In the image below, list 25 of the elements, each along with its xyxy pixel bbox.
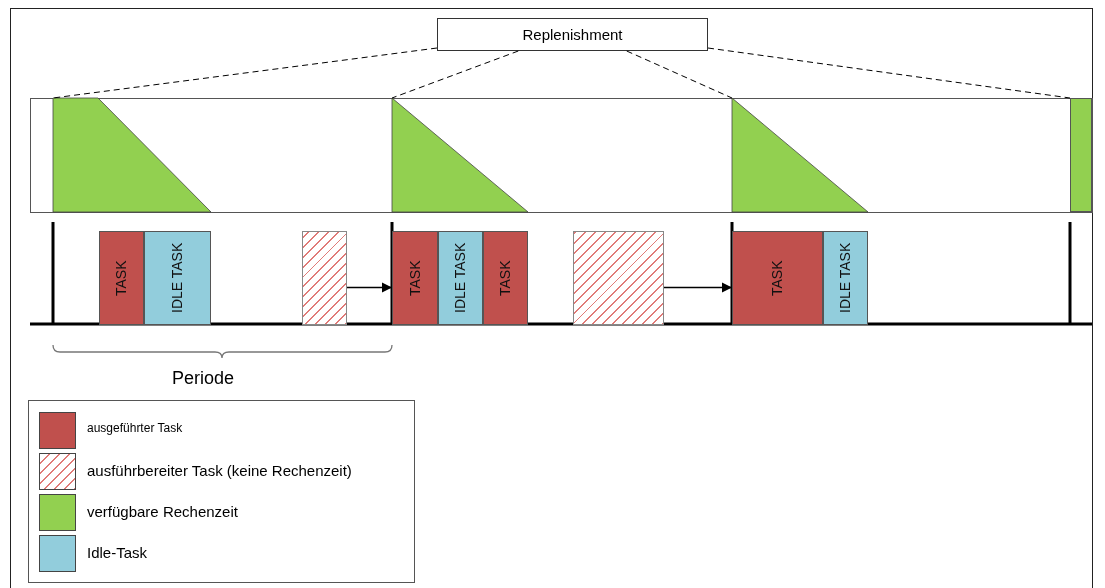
task-block: TASK [99, 231, 144, 325]
ready-task-block [573, 231, 664, 325]
task-block: TASK [483, 231, 528, 325]
arrow [663, 282, 733, 293]
legend-text: ausgeführter Task [87, 421, 183, 435]
arrow [346, 282, 393, 293]
legend-text: verfügbare Rechenzeit [87, 503, 238, 520]
dashed-line [391, 50, 519, 99]
ready-task-block [302, 231, 347, 325]
task-block: TASK [392, 231, 438, 325]
dashed-line [52, 47, 438, 99]
legend-text: ausführbereiter Task (keine Rechenzeit) [87, 462, 352, 479]
time-budget-bar [1070, 98, 1092, 212]
dashed-line [707, 47, 1071, 99]
task-block: TASK [732, 231, 823, 325]
idle-task-block: IDLE TASK [144, 231, 211, 325]
title-box: Replenishment [437, 18, 708, 51]
idle-task-block: IDLE TASK [438, 231, 483, 325]
time-budget-triangle [53, 98, 211, 212]
legend-text: Idle-Task [87, 544, 148, 561]
time-budget-triangle [392, 98, 528, 212]
dashed-line [626, 50, 733, 99]
idle-task-block: IDLE TASK [823, 231, 868, 325]
period-label: Periode [172, 368, 235, 389]
time-budget-triangle [732, 98, 868, 212]
